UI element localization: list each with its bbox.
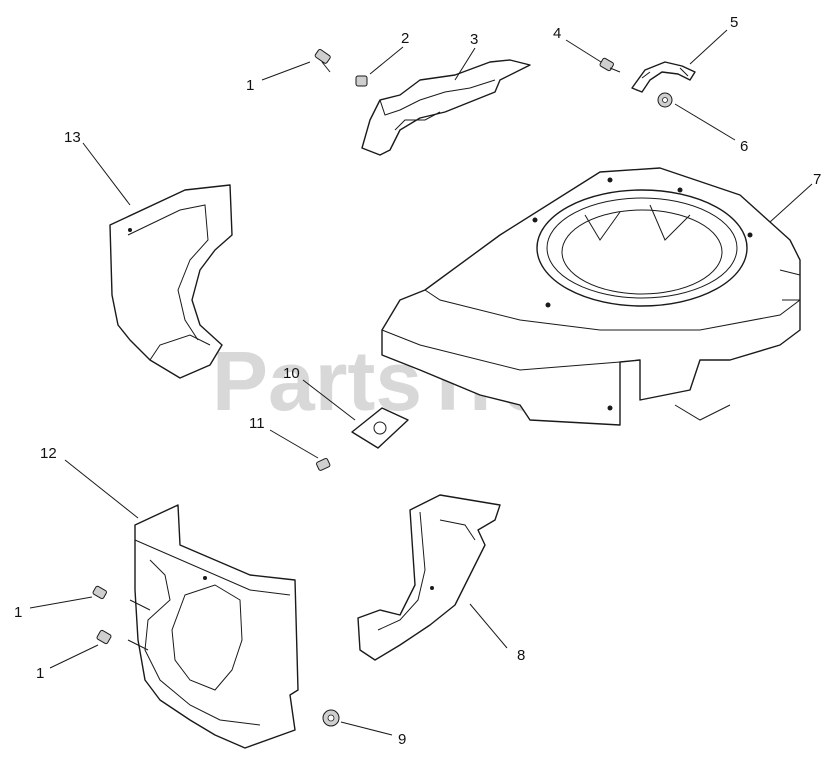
callout-1-top: 1 [246,77,254,94]
callout-9: 9 [398,731,406,748]
nut-6 [657,92,673,108]
callout-8: 8 [517,647,525,664]
callout-5: 5 [730,14,738,31]
screw-1c [96,629,112,645]
side-shroud-lower [127,504,299,749]
callout-3: 3 [470,31,478,48]
callout-1-mid: 1 [14,604,22,621]
callout-13: 13 [64,129,81,146]
screw-4 [599,57,621,73]
callout-1-bottom: 1 [36,665,44,682]
top-bracket [361,59,531,156]
blower-housing [381,167,801,426]
callout-7: 7 [813,171,821,188]
leader-lines [29,29,813,736]
screw-1b [92,585,107,600]
screw-11 [316,457,331,471]
callout-6: 6 [740,138,748,155]
nut-9 [322,709,340,727]
callouts: 1 2 3 4 5 6 7 8 9 10 11 12 13 1 1 [14,14,821,748]
side-shroud-upper [109,184,233,379]
callout-11: 11 [249,415,265,432]
callout-10: 10 [283,365,300,382]
callout-2: 2 [401,30,409,47]
callout-12: 12 [40,445,57,462]
nut-2 [355,75,368,87]
screw-1a [314,48,331,73]
clip-plate [351,407,409,449]
lower-bracket [357,494,501,661]
clamp [631,61,696,93]
callout-4: 4 [553,25,561,42]
